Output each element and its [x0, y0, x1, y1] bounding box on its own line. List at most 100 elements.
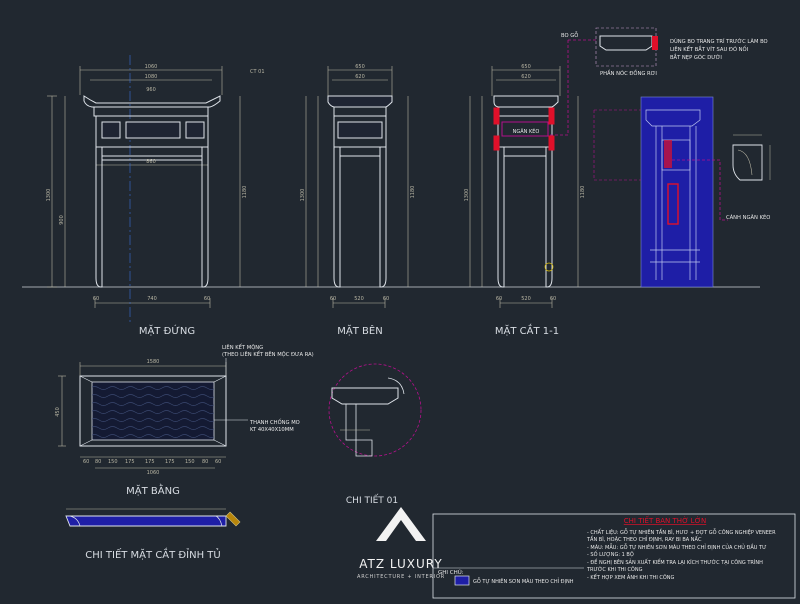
side-leg-left — [333, 147, 341, 288]
dim-section-top: 650 — [521, 64, 531, 70]
enlarged-section-detail — [593, 96, 728, 288]
front-top-board — [83, 95, 221, 108]
dim-section-foot-right: 60 — [550, 296, 556, 302]
side-leg-right — [379, 147, 387, 288]
section-1-1 — [469, 66, 579, 308]
notes-frame — [432, 513, 796, 599]
notes-line-1: - CHẤT LIỆU: GỖ TỰ NHIÊN TẦN BÌ, HƯƠ + Đ… — [587, 528, 776, 536]
logo-name: ATZ LUXURY — [359, 557, 442, 571]
plan-dimension-labels: 1580 450 1060 60 80 150 175 175 175 150 … — [55, 359, 221, 476]
front-leg-left — [95, 147, 103, 288]
front-panel-left — [101, 121, 121, 139]
atz-logo — [376, 507, 426, 541]
top-callout-line-2: LIÊN KẾT BẮT VÍT SAU ĐÓ NỐI — [670, 45, 749, 53]
front-apron — [95, 115, 209, 148]
dim-side-foot-left: 60 — [330, 296, 336, 302]
section-drawer — [501, 121, 549, 137]
side-top-board — [327, 95, 393, 108]
dim-side-height: 1300 — [300, 189, 306, 202]
dim-section-mid: 620 — [521, 74, 531, 80]
profile-detail — [732, 134, 771, 181]
dim-plan-seg-9: 60 — [215, 459, 221, 465]
notes-box — [432, 513, 796, 599]
dim-plan-seg-3: 150 — [108, 459, 118, 465]
section-view-title: MẶT CẮT 1-1 — [495, 323, 559, 337]
side-panel — [337, 121, 383, 139]
notes-line-5: - ĐỀ NGHỊ BÊN SẢN XUẤT KIỂM TRA LẠI KÍCH… — [587, 558, 763, 566]
phan-noc-label: PHẦN NÓC ĐỒNG RƠI — [600, 68, 657, 77]
side-apron — [333, 115, 387, 148]
plan-annotations: LIÊN KẾT MỘNG (THEO LIÊN KẾT BÊN MỘC ĐƯA… — [222, 343, 314, 433]
side-dimension-labels: 650 620 520 60 60 1300 1180 — [300, 64, 416, 302]
dim-plan-top: 1580 — [147, 359, 160, 365]
bo-go-label: BO GỖ — [561, 31, 578, 39]
dim-side-top: 650 — [355, 64, 365, 70]
legend-swatch — [454, 575, 470, 586]
dim-front-left-leg: 900 — [59, 215, 65, 225]
section-apron — [497, 115, 553, 148]
dim-front-top: 1060 — [145, 64, 158, 70]
lien-ket-mong-line-2: (THEO LIÊN KẾT BÊN MỘC ĐƯA RA) — [222, 350, 314, 358]
plan-view — [58, 358, 248, 469]
detail-01-title: CHI TIẾT 01 — [346, 494, 398, 506]
drawer-label: NGĂN KÉO — [513, 127, 540, 135]
canh-ngan-keo-label: CÁNH NGĂN KÉO — [726, 213, 770, 221]
top-section-detail — [65, 508, 241, 527]
dim-side-base: 520 — [354, 296, 364, 302]
dim-front-mid: 1080 — [145, 74, 158, 80]
plan-wood-grain — [92, 382, 214, 440]
section-dimension-labels: 650 620 520 60 60 1300 1180 — [464, 64, 586, 302]
plan-view-title: MẶT BẰNG — [126, 483, 180, 497]
enlarged-section-panel — [640, 96, 714, 288]
legend-item-label: GỖ TỰ NHIÊN SƠN MÀU THEO CHỈ ĐỊNH — [473, 577, 574, 585]
section-cut-right — [548, 107, 555, 125]
dim-section-foot-left: 60 — [496, 296, 502, 302]
dim-side-foot-right: 60 — [383, 296, 389, 302]
front-dimension-labels: 1060 1080 960 860 740 60 60 1300 900 118… — [46, 64, 265, 302]
notes-line-3: - MÀU: MẪU: GỖ TỰ NHIÊN SƠN MÀU THEO CHỈ… — [587, 543, 766, 551]
dim-plan-seg-1: 60 — [83, 459, 89, 465]
logo-mark — [376, 507, 426, 541]
thanh-chong-line-2: KT 40X40X10MM — [250, 427, 294, 433]
thanh-chong-line-1: THANH CHỐNG MO — [249, 418, 300, 426]
front-frieze — [93, 106, 209, 117]
dim-plan-bottom: 1060 — [147, 470, 160, 476]
logo-tagline: ARCHITECTURE + INTERIOR — [357, 574, 445, 580]
dim-front-lower: 960 — [146, 87, 156, 93]
front-dimensions — [47, 66, 241, 308]
section-cut-left-low — [493, 135, 500, 151]
top-callout-line-1: DÙNG BO TRANG TRÍ TRƯỚC LÀM BO — [670, 38, 768, 45]
top-callout-line-3: BẮT NẸP GÓC DƯỚI — [670, 53, 722, 61]
front-view-title: MẶT ĐỨNG — [139, 324, 195, 337]
dim-side-leg: 1180 — [410, 186, 416, 199]
section-cut-left — [493, 107, 500, 125]
front-elevation — [47, 55, 241, 325]
dim-plan-seg-6: 175 — [165, 459, 175, 465]
dim-front-inner: 860 — [146, 159, 156, 165]
dim-front-right-leg: 1180 — [242, 186, 248, 199]
dim-front-height: 1300 — [46, 189, 52, 202]
dim-front-base: 740 — [147, 296, 157, 302]
dim-section-height: 1300 — [464, 189, 470, 202]
plan-outline — [79, 375, 227, 447]
side-frieze — [333, 106, 387, 117]
detail-circle — [328, 363, 422, 457]
side-view-title: MẶT BÊN — [337, 324, 382, 337]
detail-01 — [328, 363, 422, 457]
section-top-board — [493, 95, 559, 108]
notes-title: CHI TIẾT BAN THỜ LỚN — [624, 515, 706, 525]
section-detail-title: CHI TIẾT MẶT CẮT ĐỈNH TỦ — [85, 547, 220, 561]
front-panel-right — [185, 121, 205, 139]
notes-line-6: TRƯỚC KHI THI CÔNG — [586, 566, 643, 573]
legend-title: GHI CHÚ: — [438, 569, 464, 576]
front-detail-tag: CT 01 — [250, 69, 265, 75]
dim-front-foot-right: 60 — [204, 296, 210, 302]
lien-ket-mong-line-1: LIÊN KẾT MỘNG — [222, 343, 263, 351]
dim-plan-depth: 450 — [55, 407, 61, 417]
notes-line-7: - KẾT HỢP XEM ẢNH KHI THI CÔNG — [587, 573, 675, 581]
dim-section-base: 520 — [521, 296, 531, 302]
dim-section-leg: 1180 — [580, 186, 586, 199]
dim-plan-seg-7: 150 — [185, 459, 195, 465]
